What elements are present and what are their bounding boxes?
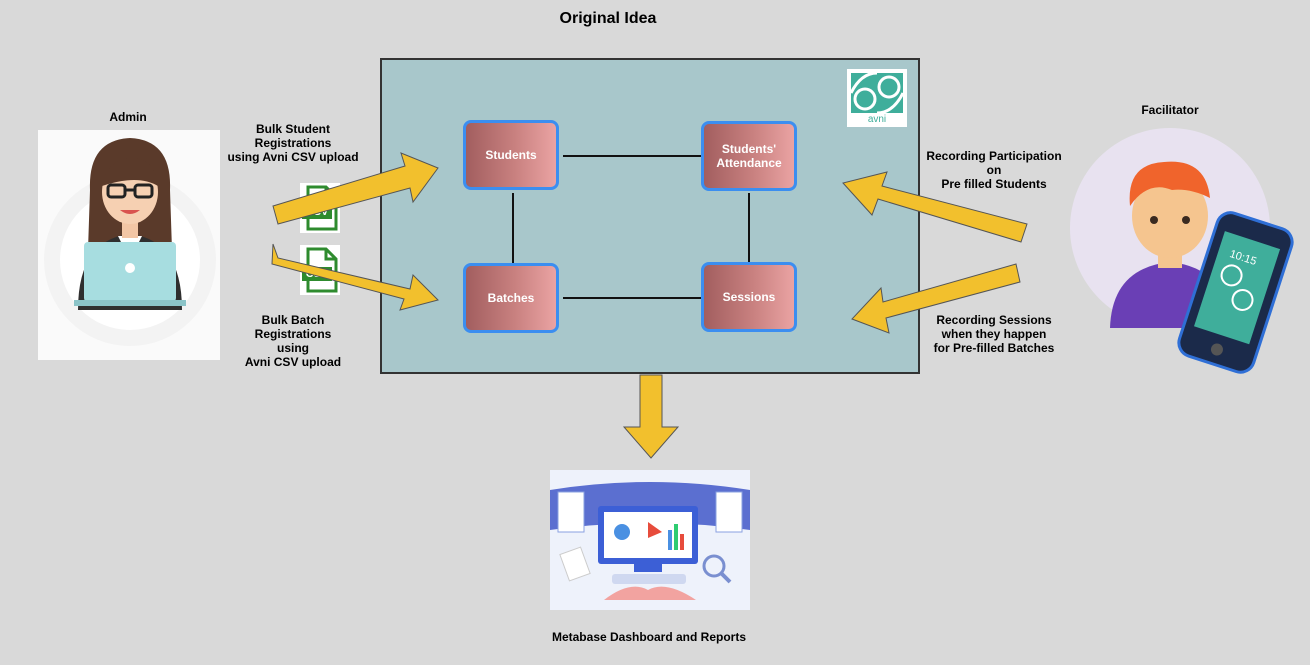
recording-participation-annotation: Recording Participation on Pre filled St…: [926, 149, 1062, 191]
admin-illustration: [38, 130, 220, 360]
arrow-box-to-dashboard: [622, 374, 680, 459]
recording-sessions-annotation: Recording Sessions when they happen for …: [933, 313, 1055, 355]
bulk-student-annotation: Bulk Student Registrations using Avni CS…: [227, 122, 359, 164]
facilitator-avatar-icon: [1070, 128, 1294, 374]
node-sessions: Sessions: [701, 262, 797, 332]
arrow-admin-to-students: [272, 152, 439, 225]
node-batches: Batches: [463, 263, 559, 333]
admin-avatar-icon: [44, 138, 216, 346]
diagram-title: Original Idea: [559, 10, 657, 27]
arrow-facilitator-to-sessions: [851, 263, 1021, 334]
admin-label: Admin: [109, 110, 147, 124]
arrow-facilitator-to-attendance: [842, 171, 1028, 243]
facilitator-label: Facilitator: [1141, 103, 1199, 117]
node-students: Students: [463, 120, 559, 190]
facilitator-illustration: 10:15: [1068, 128, 1308, 378]
avni-logo-text: avni: [867, 114, 887, 125]
avni-logo: avni: [847, 69, 907, 127]
bulk-batch-annotation: Bulk Batch Registrations using Avni CSV …: [244, 313, 342, 369]
arrow-admin-to-batches: [271, 243, 439, 311]
dashboard-illustration: [550, 470, 750, 610]
node-students-attendance: Students' Attendance: [701, 121, 797, 191]
analytics-dashboard-icon: [550, 470, 750, 610]
dashboard-label: Metabase Dashboard and Reports: [551, 630, 747, 644]
